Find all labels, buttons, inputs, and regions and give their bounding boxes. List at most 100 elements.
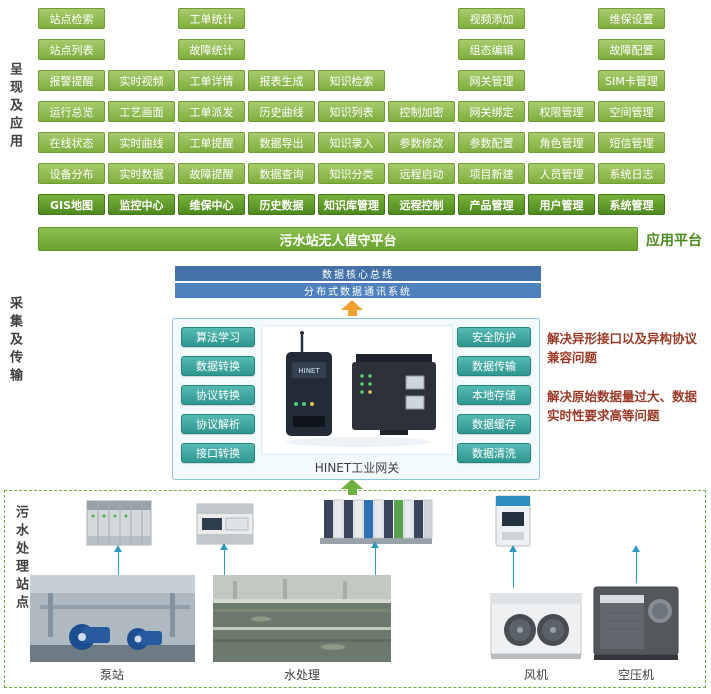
- app-function-button[interactable]: 视频添加: [458, 8, 525, 29]
- app-function-button[interactable]: 报表生成: [248, 70, 315, 91]
- equipment-label-compressor: 空压机: [617, 668, 654, 682]
- gateway-function-button[interactable]: 数据转换: [181, 356, 255, 376]
- gateway-function-button[interactable]: 数据传输: [457, 356, 531, 376]
- app-function-button[interactable]: 知识列表: [318, 101, 385, 122]
- section-label-presentation: 呈现及应用: [7, 62, 22, 152]
- pump-station-photo: [30, 575, 195, 662]
- equipment-label-fan: 风机: [523, 668, 548, 682]
- app-function-button[interactable]: 网关绑定: [458, 101, 525, 122]
- gateway-devices-illustration: HINET: [262, 326, 452, 454]
- air-compressor-photo: [592, 583, 680, 661]
- app-function-button[interactable]: 数据查询: [248, 163, 315, 184]
- gateway-function-button[interactable]: 安全防护: [457, 327, 531, 347]
- app-function-button[interactable]: 人员管理: [528, 163, 595, 184]
- water-treatment-photo: [213, 575, 391, 662]
- app-function-button[interactable]: 历史数据: [248, 194, 315, 215]
- app-function-button[interactable]: 数据导出: [248, 132, 315, 153]
- gateway-left-functions: 算法学习数据转换协议转换协议解析接口转换: [181, 327, 255, 463]
- connector-line: [118, 552, 119, 575]
- app-function-button[interactable]: 站点检索: [38, 8, 105, 29]
- distributed-comm-bus-bar: 分布式数据通讯系统: [175, 283, 541, 298]
- app-function-button[interactable]: 监控中心: [108, 194, 175, 215]
- gateway-function-button[interactable]: 算法学习: [181, 327, 255, 347]
- app-function-button[interactable]: 历史曲线: [248, 101, 315, 122]
- app-function-button[interactable]: 用户管理: [528, 194, 595, 215]
- app-function-button[interactable]: 工单提醒: [178, 132, 245, 153]
- up-arrow-green-icon: [341, 479, 363, 495]
- equipment-label-water: 水处理: [283, 668, 320, 682]
- up-arrowhead-icon: [114, 545, 122, 552]
- app-function-button[interactable]: 短信管理: [598, 132, 665, 153]
- app-function-button[interactable]: 知识录入: [318, 132, 385, 153]
- connector-line: [375, 548, 376, 575]
- gateway-function-button[interactable]: 接口转换: [181, 443, 255, 463]
- gateway-device-image: HINET: [261, 325, 453, 455]
- app-function-button[interactable]: SIM卡管理: [598, 70, 665, 91]
- compact-plc-image: [196, 500, 254, 548]
- connector-line: [636, 552, 637, 583]
- station-dashed-box: [4, 490, 706, 688]
- app-function-button[interactable]: 实时数据: [108, 163, 175, 184]
- app-function-button[interactable]: 控制加密: [388, 101, 455, 122]
- app-function-button[interactable]: 运行总览: [38, 101, 105, 122]
- app-function-button[interactable]: 维保中心: [178, 194, 245, 215]
- gateway-panel: 算法学习数据转换协议转换协议解析接口转换 HINET: [172, 318, 540, 480]
- app-function-button[interactable]: 参数修改: [388, 132, 455, 153]
- app-function-button[interactable]: 故障提醒: [178, 163, 245, 184]
- gateway-function-button[interactable]: 数据清洗: [457, 443, 531, 463]
- app-function-button[interactable]: 在线状态: [38, 132, 105, 153]
- data-core-bus-bar: 数据核心总线: [175, 266, 541, 281]
- section-label-station: 污水处理站点: [13, 505, 28, 613]
- plc-module-cluster-image: [86, 496, 152, 550]
- app-function-button[interactable]: 参数配置: [458, 132, 525, 153]
- app-function-button[interactable]: 实时视频: [108, 70, 175, 91]
- app-function-button[interactable]: 空间管理: [598, 101, 665, 122]
- controller-unit-image: [490, 494, 536, 550]
- gateway-caption: HINET工业网关: [314, 461, 400, 475]
- app-function-button[interactable]: 工单详情: [178, 70, 245, 91]
- app-function-button[interactable]: 角色管理: [528, 132, 595, 153]
- platform-bar: 污水站无人值守平台: [38, 227, 638, 251]
- note-protocol-compat: 解决异形接口以及异构协议兼容问题: [547, 331, 698, 365]
- app-function-button[interactable]: 维保设置: [598, 8, 665, 29]
- app-function-button[interactable]: 工单统计: [178, 8, 245, 29]
- svg-text:HINET: HINET: [298, 367, 320, 375]
- app-function-button[interactable]: 设备分布: [38, 163, 105, 184]
- app-grid: 站点检索站点列表报警提醒运行总览在线状态设备分布 GIS地图 实时视频工艺画面实时曲…: [38, 8, 665, 215]
- app-function-button[interactable]: GIS地图: [38, 194, 105, 215]
- up-arrowhead-icon: [220, 543, 228, 550]
- gateway-function-button[interactable]: 数据缓存: [457, 414, 531, 434]
- app-function-button[interactable]: 远程启动: [388, 163, 455, 184]
- app-function-button[interactable]: 故障配置: [598, 39, 665, 60]
- equipment-label-pump: 泵站: [99, 668, 124, 682]
- app-function-button[interactable]: 远程控制: [388, 194, 455, 215]
- up-arrowhead-icon: [632, 545, 640, 552]
- gateway-function-button[interactable]: 协议转换: [181, 385, 255, 405]
- app-function-button[interactable]: 站点列表: [38, 39, 105, 60]
- app-function-button[interactable]: 报警提醒: [38, 70, 105, 91]
- app-function-button[interactable]: 系统管理: [598, 194, 665, 215]
- connector-line: [513, 552, 514, 588]
- app-function-button[interactable]: 网关管理: [458, 70, 525, 91]
- up-arrow-orange-icon: [341, 300, 363, 316]
- app-function-button[interactable]: 故障统计: [178, 39, 245, 60]
- up-arrowhead-icon: [371, 541, 379, 548]
- app-function-button[interactable]: 知识检索: [318, 70, 385, 91]
- app-function-button[interactable]: 项目新建: [458, 163, 525, 184]
- app-function-button[interactable]: 产品管理: [458, 194, 525, 215]
- gateway-function-button[interactable]: 协议解析: [181, 414, 255, 434]
- io-rack-image: [318, 496, 434, 546]
- app-function-button[interactable]: 工艺画面: [108, 101, 175, 122]
- app-function-button[interactable]: 组态编辑: [458, 39, 525, 60]
- gateway-function-button[interactable]: 本地存储: [457, 385, 531, 405]
- app-function-button[interactable]: 实时曲线: [108, 132, 175, 153]
- app-function-button[interactable]: 权限管理: [528, 101, 595, 122]
- section-label-collection: 采集及传输: [7, 296, 22, 386]
- app-function-button[interactable]: 工单派发: [178, 101, 245, 122]
- app-function-button[interactable]: 知识库管理: [318, 194, 385, 215]
- app-function-button[interactable]: 知识分类: [318, 163, 385, 184]
- gateway-right-functions: 安全防护数据传输本地存储数据缓存数据清洗: [457, 327, 531, 463]
- connector-line: [224, 550, 225, 575]
- app-function-button[interactable]: 系统日志: [598, 163, 665, 184]
